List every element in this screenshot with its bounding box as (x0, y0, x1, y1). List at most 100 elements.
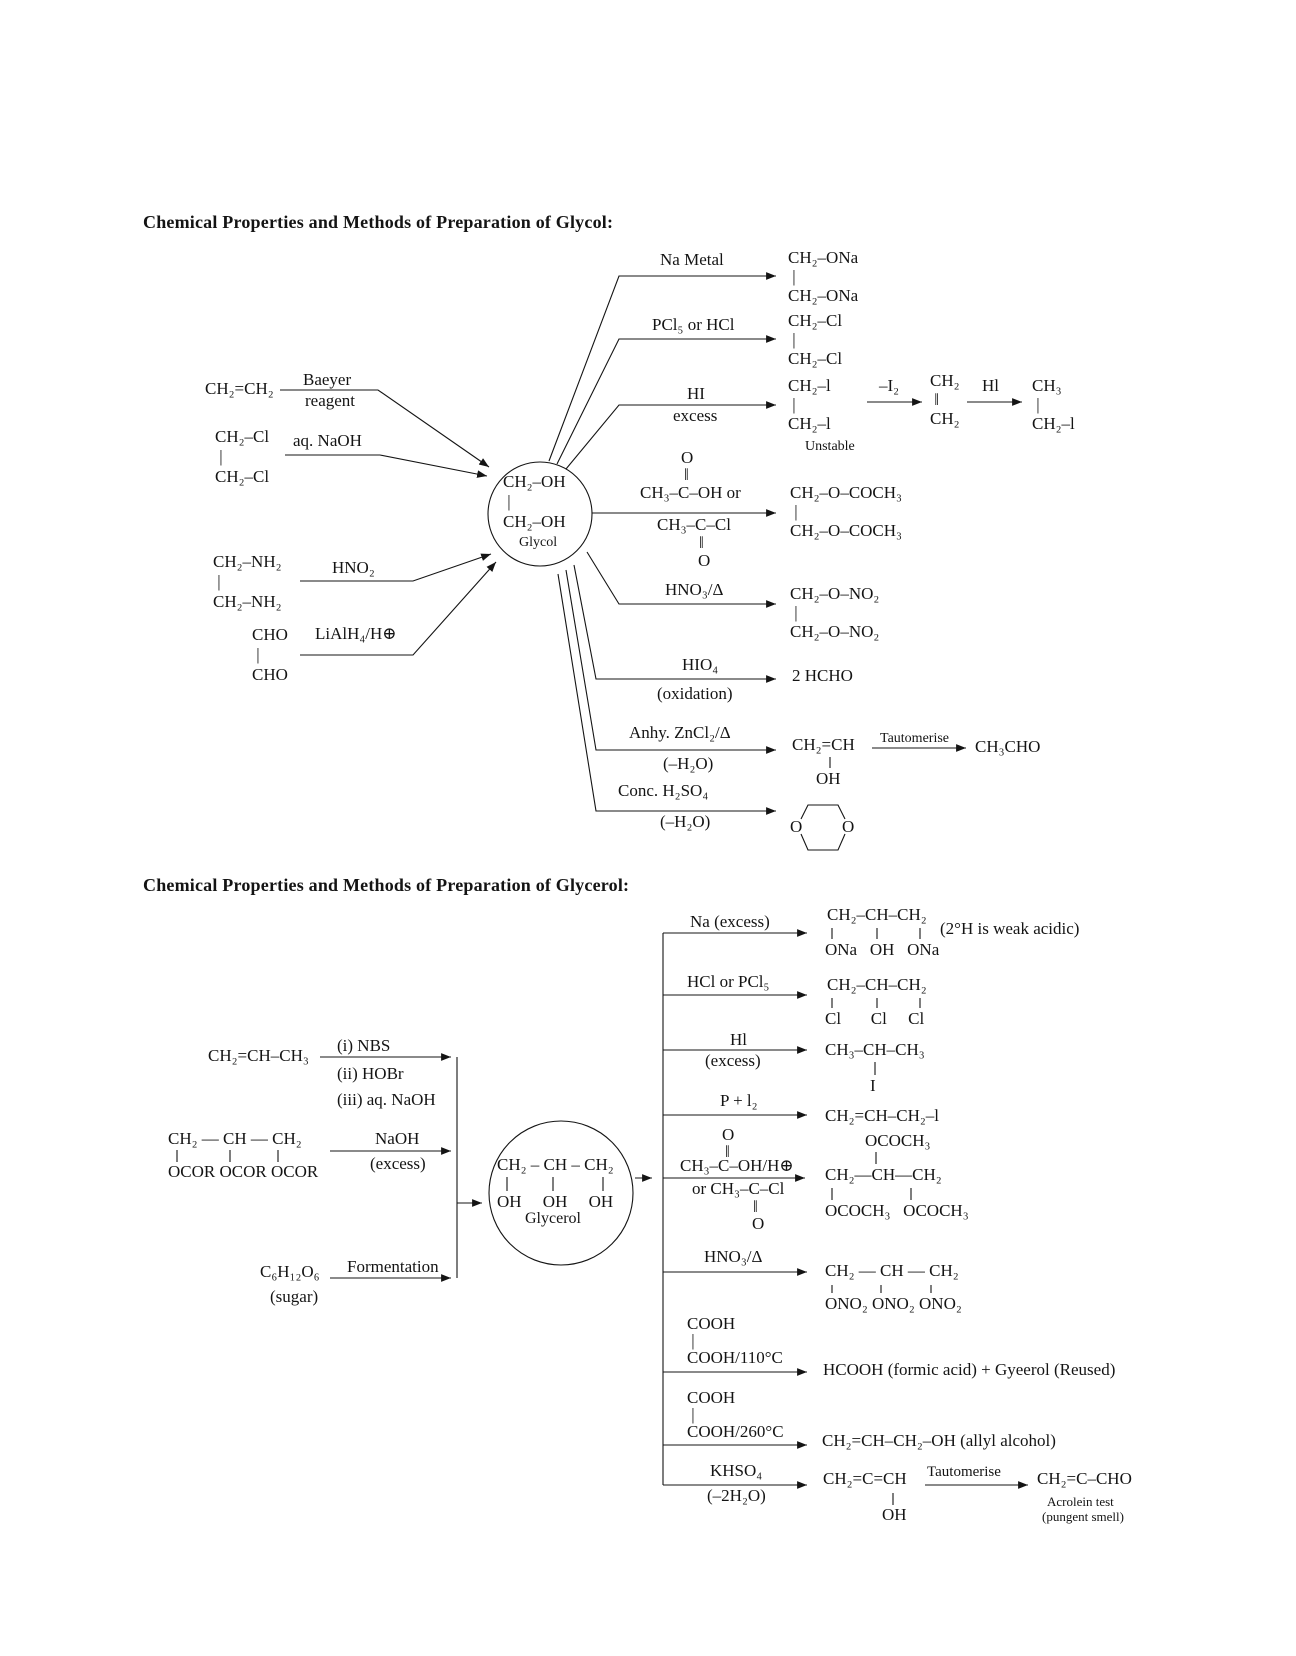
tautomerise-label-glycerol: Tautomerise (927, 1464, 1001, 1480)
allyl-alcohol-product: CH₂=CH–CH₂–OH (allyl alcohol) (822, 1431, 1056, 1450)
glycol-section-title: Chemical Properties and Methods of Prepa… (143, 212, 614, 232)
oxidation-sub: (oxidation) (657, 684, 733, 703)
glucose-formula: C₆H₁₂O₆ (260, 1262, 320, 1281)
glycol-diacetate-product: CH₂–O–COCH₃ | CH₂–O–COCH₃ (790, 483, 902, 540)
hio4-label: HIO₄ (682, 655, 719, 674)
arrow-baeyer (280, 389, 490, 468)
glycerol-section-title: Chemical Properties and Methods of Prepa… (143, 875, 630, 895)
glycol-formula: CH₂–OH | CH₂–OH (503, 472, 566, 531)
hobr-step2: (ii) HOBr (337, 1064, 404, 1083)
propadienol-product: CH₂=C=CH (823, 1469, 907, 1488)
aq-naoh-label: aq. NaOH (293, 431, 362, 450)
acetyl2-o-bottom: O (752, 1214, 765, 1233)
arrow-aq-naoh (285, 454, 488, 478)
propadienol-oh: OH (882, 1505, 907, 1524)
h2so4-minus-h2o-sub: (–H₂O) (660, 812, 711, 831)
trisodium-product-bottom: ONa OH ONa (825, 940, 940, 959)
sugar-sub: (sugar) (270, 1287, 319, 1306)
triacetate-bottom-groups: OCOCH₃ OCOCH₃ (825, 1201, 969, 1220)
formaldehyde-product: 2 HCHO (792, 666, 853, 685)
diamine-formula: CH₂–NH₂ | CH₂–NH₂ (213, 552, 282, 611)
acetyl-o-top: O (681, 448, 694, 467)
triacetate-backbone: CH₂—CH—CH₂ (825, 1165, 942, 1184)
tautomerise-label-glycol: Tautomerise (880, 731, 949, 746)
acetaldehyde-product: CH₃CHO (975, 737, 1041, 756)
hl-step-label: Hl (982, 376, 999, 395)
unstable-note: Unstable (805, 439, 855, 454)
ethylene-formula: CH₂=CH₂ (205, 379, 274, 398)
arrow-hi (565, 401, 776, 470)
nbs-step1: (i) NBS (337, 1036, 391, 1055)
weak-acidic-note: (2°H is weak acidic) (940, 919, 1080, 938)
minus-i2-label: –I₂ (879, 376, 900, 395)
khso4-minus-2h2o-sub: (–2H₂O) (707, 1486, 766, 1505)
arrow-pcl5 (556, 335, 776, 465)
glycol-label: Glycol (519, 535, 558, 550)
acetic-acid-h-label: CH₃–C–OH/H⊕ (680, 1156, 794, 1175)
aq-naoh-step3: (iii) aq. NaOH (337, 1090, 436, 1109)
hno3-label-glycerol: HNO₃/Δ (704, 1247, 763, 1266)
baeyer-reagent-line1: Baeyer (303, 370, 352, 389)
arrow-zncl2 (565, 569, 776, 754)
acrolein-product: CH₂=C–CHO (1037, 1469, 1132, 1488)
acetic-acid-label: CH₃–C–OH or (640, 483, 741, 502)
hi-label: HI (687, 384, 705, 403)
vinyl-alcohol-product: CH₂=CH (792, 735, 855, 754)
isopropyl-iodide-i: I (870, 1076, 876, 1095)
fermentation-label: Formentation (347, 1257, 439, 1276)
trichloride-product-bottom: Cl Cl Cl (825, 1009, 925, 1028)
diiodide-product: CH₂–l | CH₂–l (788, 376, 831, 433)
hno2-label: HNO₂ (332, 558, 375, 577)
acrolein-test-note: Acrolein test (1047, 1494, 1114, 1509)
triacetate-top-group: OCOCH₃ (865, 1131, 931, 1150)
baeyer-reagent-line2: reagent (305, 391, 356, 410)
trinitrate-product-top: CH₂ — CH — CH₂ (825, 1261, 959, 1280)
h2so4-label: Conc. H₂SO₄ (618, 781, 709, 800)
disodium-glycolate-product: CH₂–ONa | CH₂–ONa (788, 248, 859, 305)
arrow-hno3 (586, 551, 776, 608)
pungent-smell-note: (pungent smell) (1042, 1509, 1124, 1524)
arrow-h2so4 (557, 573, 776, 815)
dioxane-o-left: O (790, 817, 803, 836)
hi-excess-label: Hl (730, 1030, 747, 1049)
oxalic-260-label: COOH | COOH/260°C (687, 1388, 784, 1441)
allyl-iodide-product: CH₂=CH–CH₂–l (825, 1106, 940, 1125)
glyoxal-formula: CHO | CHO (252, 625, 288, 684)
glycol-dinitrate-product: CH₂–O–NO₂ | CH₂–O–NO₂ (790, 584, 880, 641)
lialh4-label: LiAlH₄/H⊕ (315, 624, 397, 643)
trinitrate-product-bottom: ONO₂ ONO₂ ONO₂ (825, 1294, 962, 1313)
acetyl-double-bond-bottom: ‖ (699, 533, 704, 552)
triester-formula-top: CH₂ — CH — CH₂ (168, 1129, 302, 1148)
glycerol-formula-top: CH₂ – CH – CH₂ (497, 1155, 614, 1174)
trichloride-product-top: CH₂–CH–CH₂ (827, 975, 927, 994)
arrow-lialh4 (300, 561, 497, 656)
dioxane-o-right: O (842, 817, 855, 836)
propene-formula: CH₂=CH–CH₃ (208, 1046, 309, 1065)
acetyl-double-bond-top: ‖ (684, 465, 689, 484)
trisodium-product-top: CH₂–CH–CH₂ (827, 905, 927, 924)
dioxane-ring-top (800, 804, 846, 820)
hi-excess-sub-glycerol: (excess) (705, 1051, 761, 1070)
p-i2-label: P + l₂ (720, 1091, 758, 1110)
oxalic-110-label: COOH | COOH/110°C (687, 1314, 783, 1367)
dichloride-formula: CH₂–Cl | CH₂–Cl (215, 427, 270, 486)
formic-acid-product: HCOOH (formic acid) + Gyeerol (Reused) (823, 1360, 1116, 1379)
arrow-na-metal (548, 272, 776, 462)
na-excess-label: Na (excess) (690, 912, 770, 931)
ethylene-intermediate: CH₂ ‖ CH₂ (930, 371, 960, 428)
acetyl2-o-top: O (722, 1125, 735, 1144)
acetyl-o-bottom: O (698, 551, 711, 570)
glycerol-label: Glycerol (525, 1210, 581, 1227)
hcl-pcl5-label: HCl or PCl₅ (687, 972, 770, 991)
dioxane-ring-bottom (800, 833, 846, 851)
naoh-excess-sub: (excess) (370, 1154, 426, 1173)
acetyl-chloride-label-2: or CH₃–C–Cl (692, 1179, 785, 1198)
khso4-label: KHSO₄ (710, 1461, 763, 1480)
acetyl2-double-bond-top: ‖ (725, 1142, 730, 1161)
triester-formula-bottom: OCOR OCOR OCOR (168, 1162, 319, 1181)
zncl2-label: Anhy. ZnCl₂/Δ (629, 723, 731, 742)
arrow-hio4 (573, 564, 776, 683)
pcl5-hcl-label: PCl₅ or HCl (652, 315, 735, 334)
